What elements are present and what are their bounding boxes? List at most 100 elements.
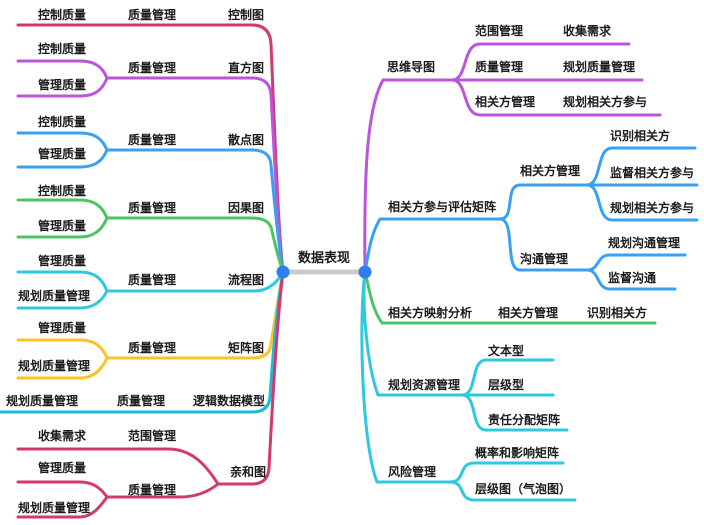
- branch-line: [460, 393, 569, 432]
- branch-line: [16, 76, 109, 98]
- node-quality-management[interactable]: 质量管理: [128, 273, 177, 287]
- branch-line: [16, 447, 220, 486]
- branch-line: [585, 183, 699, 222]
- branch-line: [105, 216, 285, 274]
- node-scope-management[interactable]: 范围管理: [128, 429, 177, 443]
- branch-scatter-lines: [16, 131, 285, 274]
- branch-line: [360, 270, 452, 484]
- branch-line: [448, 461, 565, 484]
- branch-line: [450, 42, 631, 82]
- node-plan-stakeholder-engagement[interactable]: 规划相关方参与: [563, 95, 648, 109]
- node-manage-quality[interactable]: 管理质量: [38, 254, 87, 268]
- node-quality-management[interactable]: 质量管理: [128, 133, 177, 147]
- node-responsibility-assignment-matrix[interactable]: 责任分配矩阵: [488, 413, 561, 427]
- node-plan-quality-management[interactable]: 规划质量管理: [6, 394, 79, 408]
- node-identify-stakeholders[interactable]: 识别相关方: [587, 306, 648, 320]
- node-collect-requirements[interactable]: 收集需求: [563, 24, 612, 38]
- node-plan-communications-management[interactable]: 规划沟通管理: [608, 236, 681, 250]
- node-communications-management[interactable]: 沟通管理: [520, 252, 569, 266]
- branch-line: [16, 131, 109, 152]
- branch-line: [105, 76, 285, 274]
- node-control-chart[interactable]: 控制图: [228, 8, 265, 22]
- branch-line: [16, 289, 109, 310]
- branch-line: [105, 148, 285, 274]
- node-control-quality[interactable]: 控制质量: [38, 115, 87, 129]
- root-right-collapse-dot[interactable]: [358, 265, 372, 279]
- node-hierarchy-type[interactable]: 层级型: [488, 378, 525, 392]
- branch-line: [16, 59, 109, 80]
- branch-line: [450, 78, 662, 117]
- node-manage-quality[interactable]: 管理质量: [38, 147, 87, 161]
- branch-line: [16, 198, 109, 220]
- node-control-quality[interactable]: 控制质量: [38, 184, 87, 198]
- node-quality-management[interactable]: 质量管理: [128, 8, 177, 22]
- node-scatter-diagram[interactable]: 散点图: [228, 133, 265, 147]
- node-affinity-diagram[interactable]: 亲和图: [230, 465, 267, 479]
- branch-affinity-lines: [16, 270, 285, 519]
- branch-line: [16, 216, 109, 239]
- branch-line: [585, 268, 677, 291]
- node-mind-mapping[interactable]: 思维导图: [387, 60, 436, 74]
- node-collect-requirements[interactable]: 收集需求: [38, 429, 87, 443]
- node-logical-data-model[interactable]: 逻辑数据模型: [193, 394, 266, 408]
- branch-stakeholder-engagement-matrix-lines: [363, 146, 699, 291]
- node-stakeholder-management[interactable]: 相关方管理: [475, 95, 536, 109]
- node-identify-stakeholders[interactable]: 识别相关方: [610, 129, 671, 143]
- branch-line: [498, 217, 589, 272]
- branch-risk-management-lines: [360, 270, 577, 502]
- node-plan-quality-management[interactable]: 规划质量管理: [563, 60, 636, 74]
- branch-line: [16, 338, 109, 360]
- node-plan-resource-management[interactable]: 规划资源管理: [388, 378, 461, 392]
- node-stakeholder-engagement-assessment-matrix[interactable]: 相关方参与评估矩阵: [388, 200, 497, 214]
- node-quality-management[interactable]: 质量管理: [128, 61, 177, 75]
- branch-line: [16, 480, 109, 499]
- node-text-type[interactable]: 文本型: [488, 344, 525, 358]
- branch-line: [362, 270, 464, 397]
- node-monitor-stakeholder-engagement[interactable]: 监督相关方参与: [610, 166, 695, 180]
- node-quality-management[interactable]: 质量管理: [128, 341, 177, 355]
- node-manage-quality[interactable]: 管理质量: [38, 461, 87, 475]
- node-cause-effect-diagram[interactable]: 因果图: [228, 201, 265, 215]
- node-plan-quality-management[interactable]: 规划质量管理: [18, 289, 91, 303]
- node-control-quality[interactable]: 控制质量: [38, 42, 87, 56]
- node-monitor-communications[interactable]: 监督沟通: [608, 271, 657, 285]
- node-plan-stakeholder-engagement[interactable]: 规划相关方参与: [610, 201, 695, 215]
- node-quality-management[interactable]: 质量管理: [128, 483, 177, 497]
- branch-plan-resource-management-lines: [362, 270, 569, 432]
- node-probability-impact-matrix[interactable]: 概率和影响矩阵: [475, 446, 560, 460]
- node-flowchart[interactable]: 流程图: [228, 273, 265, 287]
- branch-line: [498, 183, 589, 221]
- branch-line: [363, 78, 644, 274]
- node-plan-quality-management[interactable]: 规划质量管理: [18, 501, 91, 515]
- branch-line: [448, 480, 577, 502]
- node-histogram[interactable]: 直方图: [228, 61, 265, 75]
- node-quality-management[interactable]: 质量管理: [128, 201, 177, 215]
- branch-line: [216, 270, 285, 486]
- node-quality-management[interactable]: 质量管理: [475, 60, 524, 74]
- branch-line: [16, 270, 109, 293]
- branch-mind-mapping-lines: [363, 42, 662, 274]
- node-manage-quality[interactable]: 管理质量: [38, 78, 87, 92]
- branch-cause-effect-lines: [16, 198, 285, 274]
- node-manage-quality[interactable]: 管理质量: [38, 321, 87, 335]
- branch-line: [585, 253, 687, 272]
- node-quality-management[interactable]: 质量管理: [117, 394, 166, 408]
- root-left-collapse-dot[interactable]: [276, 265, 290, 279]
- node-stakeholder-mapping-analysis[interactable]: 相关方映射分析: [388, 306, 473, 320]
- node-control-quality[interactable]: 控制质量: [38, 8, 87, 22]
- node-risk-management[interactable]: 风险管理: [388, 465, 437, 479]
- node-stakeholder-management[interactable]: 相关方管理: [520, 164, 581, 178]
- branch-line: [363, 217, 502, 274]
- node-hierarchy-chart-bubble[interactable]: 层级图（气泡图）: [475, 482, 572, 496]
- node-root-data-representation[interactable]: 数据表现: [298, 251, 351, 266]
- node-stakeholder-management[interactable]: 相关方管理: [498, 306, 559, 320]
- node-scope-management[interactable]: 范围管理: [475, 24, 524, 38]
- node-plan-quality-management[interactable]: 规划质量管理: [18, 359, 91, 373]
- node-manage-quality[interactable]: 管理质量: [38, 219, 87, 233]
- branch-line: [16, 356, 109, 380]
- node-matrix-diagram[interactable]: 矩阵图: [228, 341, 265, 355]
- branch-line: [16, 495, 109, 519]
- branch-line: [16, 148, 109, 169]
